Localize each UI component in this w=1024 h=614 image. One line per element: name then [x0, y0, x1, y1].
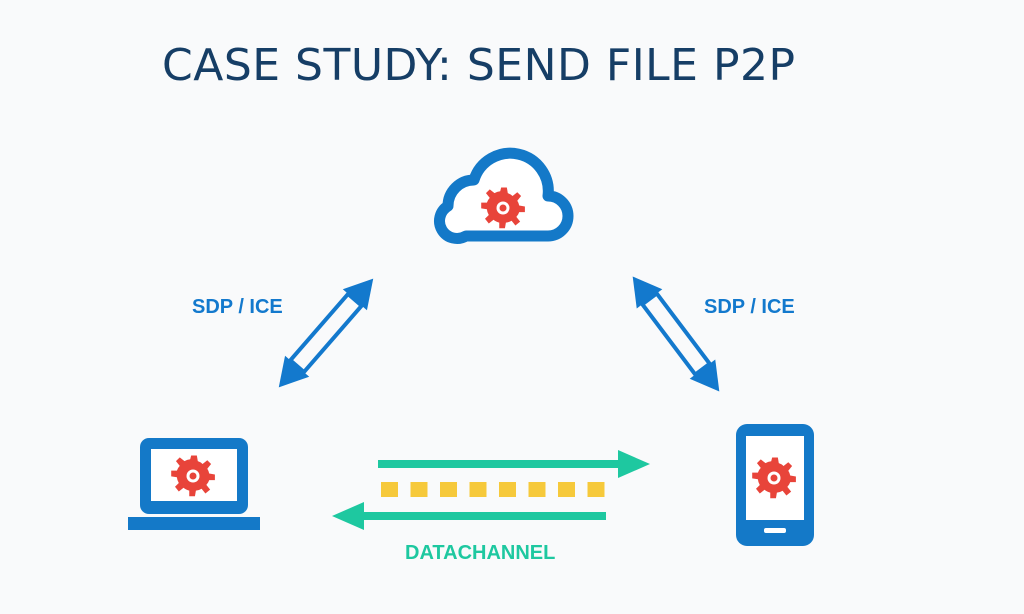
page-title: CASE STUDY: SEND FILE P2P [162, 40, 796, 91]
data-packets [381, 482, 605, 497]
data-packet [558, 482, 575, 497]
data-packet [381, 482, 398, 497]
datachannel-arrow-left [332, 502, 606, 530]
data-packet [528, 482, 546, 497]
data-packet [499, 482, 516, 497]
datachannel-label: DATACHANNEL [405, 542, 556, 564]
signaling-label-left: SDP / ICE [192, 296, 283, 318]
signaling-arrow-right [632, 276, 720, 392]
data-packet [440, 482, 457, 497]
smartphone-gear-icon [736, 424, 814, 546]
data-packet [587, 482, 605, 497]
datachannel-arrow-right [378, 450, 650, 478]
cloud-gear-icon [434, 147, 574, 244]
signaling-arrow-left [278, 278, 374, 388]
data-packet [469, 482, 487, 497]
data-packet [410, 482, 428, 497]
laptop-gear-icon [128, 438, 260, 530]
signaling-label-right: SDP / ICE [704, 296, 795, 318]
